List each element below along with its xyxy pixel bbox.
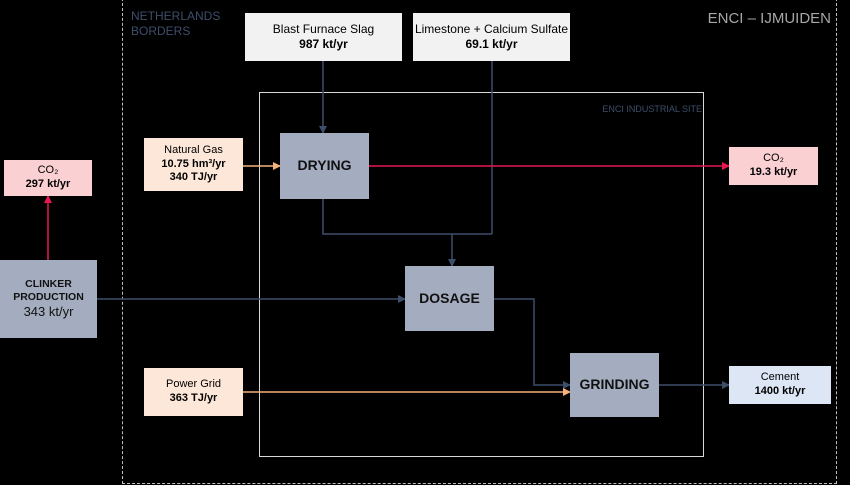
netherlands-label-line1: NETHERLANDS (131, 9, 221, 23)
co2-clinker-label: CO₂ (37, 164, 59, 177)
gas-volume: 10.75 hm³/yr (161, 157, 226, 170)
natural-gas-box: Natural Gas 10.75 hm³/yr 340 TJ/yr (144, 138, 243, 191)
gas-label: Natural Gas (164, 143, 223, 156)
clinker-line2: PRODUCTION (13, 290, 84, 303)
cement-label: Cement (760, 371, 800, 384)
netherlands-border (122, 0, 837, 484)
co2-drying-label: CO₂ (763, 152, 784, 165)
cement-value: 1400 kt/yr (754, 385, 806, 397)
limestone-value: 69.1 kt/yr (465, 37, 518, 51)
power-value: 363 TJ/yr (169, 392, 218, 404)
power-grid-box: Power Grid 363 TJ/yr (144, 368, 243, 416)
limestone-box: Limestone + Calcium Sulfate 69.1 kt/yr (413, 13, 570, 61)
power-label: Power Grid (165, 378, 222, 391)
dosage-process: DOSAGE (405, 266, 494, 331)
netherlands-border-label: NETHERLANDS BORDERS (131, 9, 220, 39)
drying-process: DRYING (280, 133, 369, 199)
dosage-to-grinding-arrow (494, 298, 571, 389)
co2-drying-box: CO₂ 19.3 kt/yr (729, 147, 818, 185)
grinding-process: GRINDING (570, 353, 659, 417)
plant-label: ENCI – IJMUIDEN (707, 10, 831, 27)
industrial-site-label: ENCI INDUSTRIAL SITE (602, 104, 702, 114)
limestone-label: Limestone + Calcium Sulfate (414, 22, 569, 36)
cement-box: Cement 1400 kt/yr (729, 366, 831, 404)
netherlands-label-line2: BORDERS (131, 24, 191, 38)
clinker-value: 343 kt/yr (23, 304, 74, 319)
slag-value: 987 kt/yr (299, 37, 348, 51)
co2-drying-value: 19.3 kt/yr (749, 166, 798, 178)
industrial-site-border (259, 92, 704, 457)
gas-energy: 340 TJ/yr (169, 171, 218, 184)
slag-label: Blast Furnace Slag (272, 22, 375, 36)
drying-to-junction-line (322, 199, 492, 235)
clinker-production-box: CLINKER PRODUCTION 343 kt/yr (0, 260, 97, 338)
blast-furnace-slag-box: Blast Furnace Slag 987 kt/yr (245, 13, 402, 61)
clinker-line1: CLINKER (25, 277, 72, 290)
co2-clinker-box: CO₂ 297 kt/yr (4, 160, 92, 196)
co2-clinker-value: 297 kt/yr (25, 178, 71, 190)
